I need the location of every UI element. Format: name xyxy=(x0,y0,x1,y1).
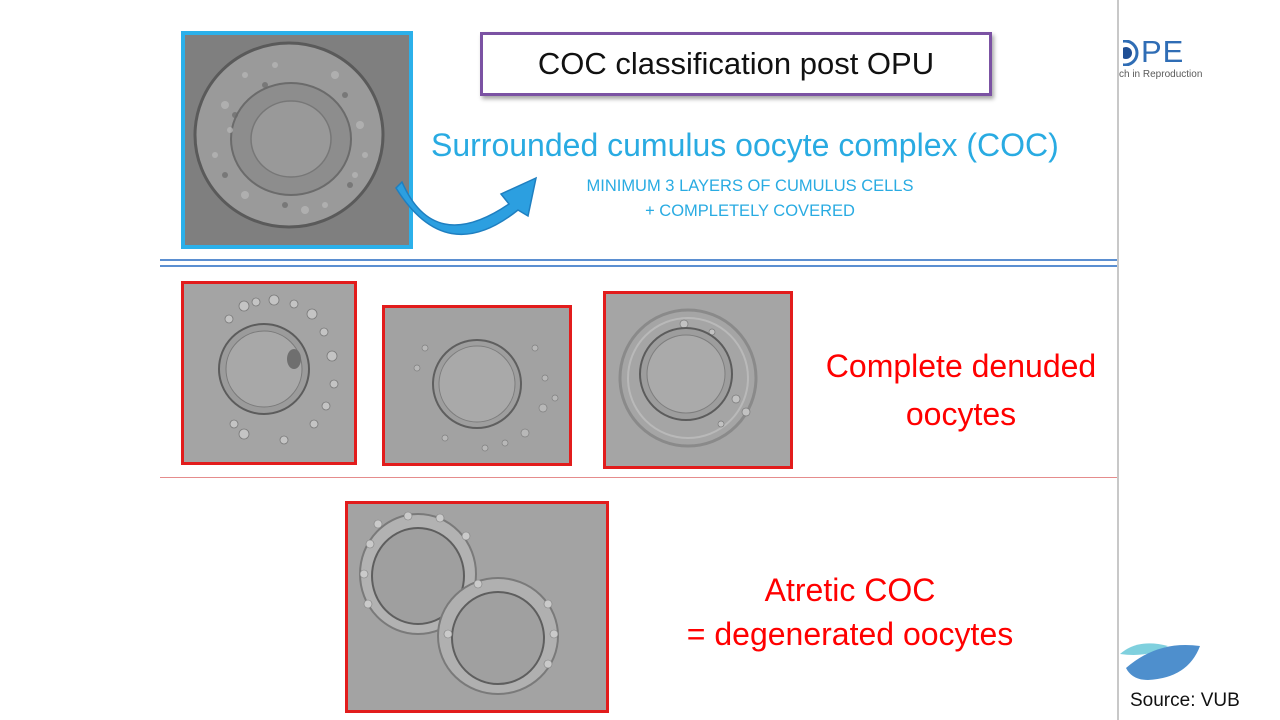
denuded-oocyte-micrograph-3 xyxy=(603,291,793,469)
slide-title: COC classification post OPU xyxy=(480,32,992,96)
eye-logo-icon xyxy=(1123,40,1139,66)
leaf-logo-icon xyxy=(1120,643,1200,680)
atretic-line1: Atretic COC xyxy=(764,572,936,608)
atretic-coc-label: Atretic COC = degenerated oocytes xyxy=(660,568,1040,656)
atretic-line2: = degenerated oocytes xyxy=(686,616,1014,652)
source-caption: Source: VUB xyxy=(1130,690,1240,711)
denuded-oocytes-label: Complete denuded oocytes xyxy=(810,342,1112,438)
hope-logo: PE ch in Reproduction xyxy=(1119,34,1280,84)
surrounded-coc-line1: MINIMUM 3 LAYERS OF CUMULUS CELLS xyxy=(586,177,914,195)
atretic-coc-micrograph xyxy=(345,501,609,713)
denuded-oocyte-micrograph-1 xyxy=(181,281,357,465)
denuded-oocyte-micrograph-2 xyxy=(382,305,572,466)
curved-arrow-icon xyxy=(395,176,538,235)
section-divider-blue-1 xyxy=(160,259,1117,261)
surrounded-coc-heading: Surrounded cumulus oocyte complex (COC) xyxy=(431,127,1059,163)
surrounded-coc-line2: + COMPLETELY COVERED xyxy=(645,202,855,220)
denuded-line2: oocytes xyxy=(905,396,1017,432)
logo-subtext: ch in Reproduction xyxy=(1119,69,1203,80)
section-divider-blue-2 xyxy=(160,265,1117,267)
slide-canvas: COC classification post OPU xyxy=(160,0,1117,720)
section-divider-red xyxy=(160,477,1117,478)
surrounded-coc-description: MINIMUM 3 LAYERS OF CUMULUS CELLS + COMP… xyxy=(540,174,960,224)
logo-text: PE xyxy=(1141,34,1185,69)
denuded-line1: Complete denuded xyxy=(825,348,1097,384)
right-panel-divider xyxy=(1117,0,1119,720)
surrounded-coc-micrograph xyxy=(181,31,413,249)
